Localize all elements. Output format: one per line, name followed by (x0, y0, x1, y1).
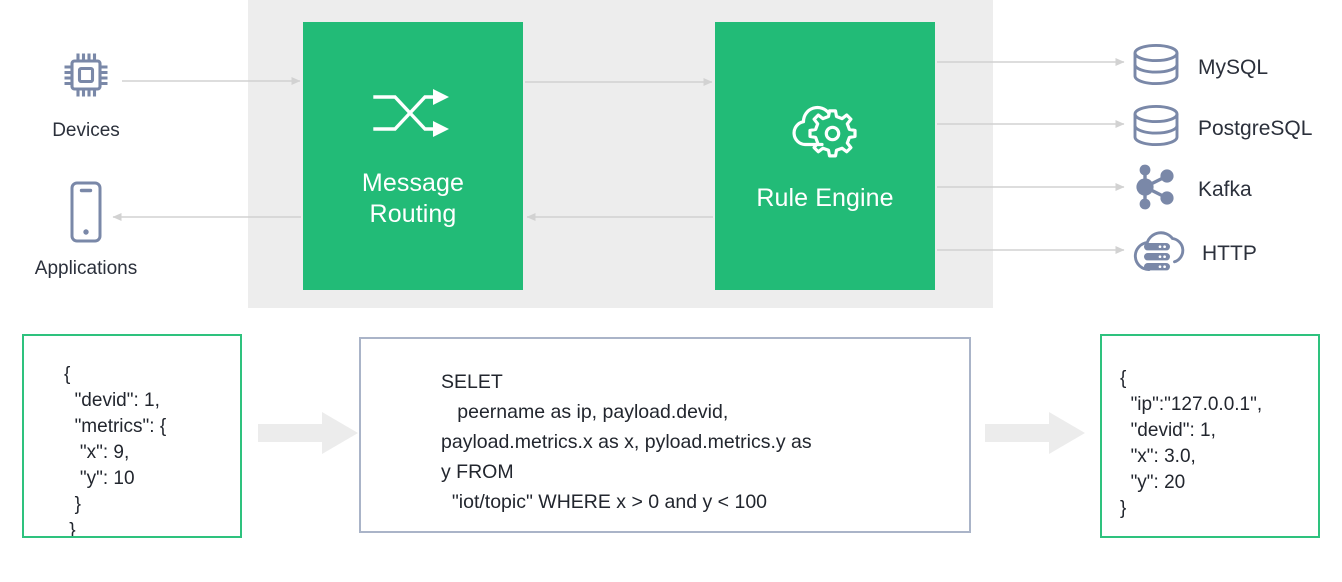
service-box-rule-engine[interactable]: Rule Engine (715, 22, 935, 290)
service-label-line2: Routing (369, 199, 457, 228)
output-payload-json: { "ip":"127.0.0.1", "devid": 1, "x": 3.0… (1120, 368, 1263, 519)
source-node-applications[interactable]: Applications (26, 180, 146, 280)
sink-node-kafka[interactable]: Kafka (1130, 163, 1252, 216)
service-label-line1: Message (361, 168, 465, 197)
sink-node-postgresql[interactable]: PostgreSQL (1130, 103, 1312, 154)
output-payload-box[interactable]: { "ip":"127.0.0.1", "devid": 1, "x": 3.0… (1100, 334, 1320, 538)
shuffle-arrows-icon (371, 83, 455, 150)
cloud-gear-icon (787, 98, 863, 165)
database-cylinder-icon (1130, 42, 1182, 93)
source-label-applications: Applications (34, 258, 138, 279)
source-node-devices[interactable]: Devices (26, 44, 146, 142)
rule-sql-box[interactable]: SELET peername as ip, payload.devid, pay… (359, 337, 971, 533)
node-graph-icon (1130, 163, 1182, 216)
source-label-devices: Devices (52, 120, 120, 141)
sink-node-mysql[interactable]: MySQL (1130, 42, 1268, 93)
sink-label-kafka: Kafka (1198, 178, 1252, 201)
sink-label-mysql: MySQL (1198, 56, 1269, 79)
microchip-icon (26, 44, 146, 111)
database-cylinder-icon (1130, 103, 1182, 154)
sink-label-http: HTTP (1202, 242, 1257, 265)
rule-sql-text: SELET peername as ip, payload.devid, pay… (441, 371, 812, 513)
input-payload-box[interactable]: { "devid": 1, "metrics": { "x": 9, "y": … (22, 334, 242, 538)
flow-arrow-input-to-sql (258, 412, 358, 459)
input-payload-json: { "devid": 1, "metrics": { "x": 9, "y": … (64, 364, 167, 538)
flow-arrow-sql-to-output (985, 412, 1085, 459)
mobile-phone-icon (26, 180, 146, 249)
sink-node-http[interactable]: HTTP (1130, 226, 1257, 281)
cloud-server-icon (1130, 226, 1186, 281)
sink-label-postgresql: PostgreSQL (1198, 117, 1313, 140)
service-label-rule-engine: Rule Engine (756, 184, 894, 212)
